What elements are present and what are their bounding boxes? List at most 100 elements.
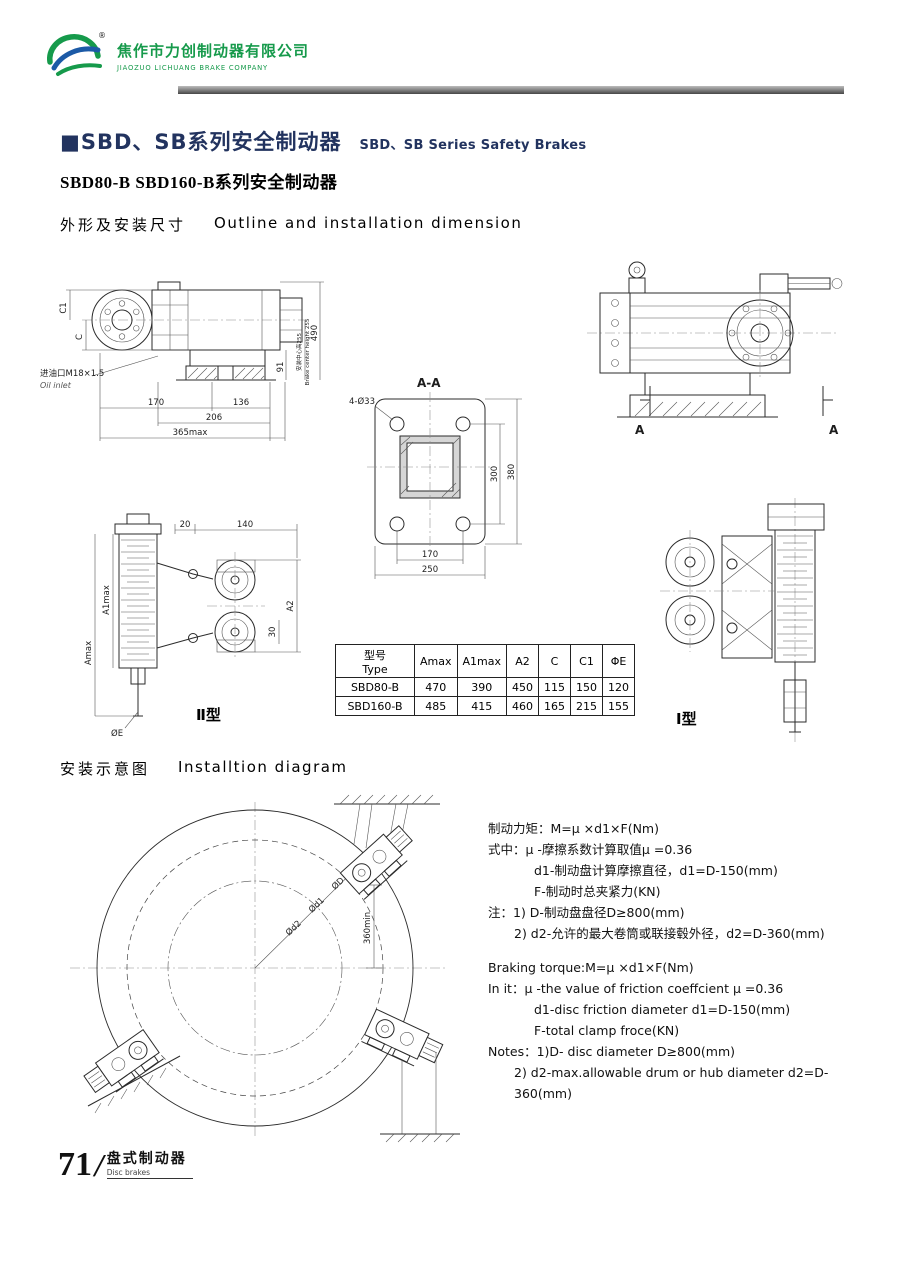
- type2-label: Ⅱ型: [196, 706, 221, 724]
- formula-line-cn-3: F-制动时总夹紧力(KN): [534, 884, 661, 899]
- outline-drawings: C1 C 490 安装中心高255 Brake center height 25…: [0, 246, 900, 756]
- header-divider: [178, 86, 844, 94]
- installation-diagram: ØD Ød1 Ød2 360min: [70, 794, 460, 1143]
- dim-amax-label: Amax: [84, 641, 94, 665]
- dim-oe-label: ØE: [111, 728, 123, 739]
- side-view-drawing: C1 C 490 安装中心高255 Brake center height 25…: [40, 281, 324, 441]
- dim-250-label: 250: [422, 565, 438, 575]
- table-header-cell: A1max: [456, 644, 507, 678]
- model-subtitle: SBD80-B SBD160-B系列安全制动器: [60, 173, 338, 192]
- dim-20-label: 20: [180, 520, 191, 530]
- footer-label-cn: 盘式制动器: [106, 1151, 187, 1167]
- table-header-row: 型号 Type Amax A1max A2 C C1 ΦE: [335, 644, 635, 678]
- page-title: ■SBD、SB系列安全制动器 SBD、SB Series Safety Brak…: [60, 126, 586, 156]
- company-name-en: JIAOZUO LICHUANG BRAKE COMPANY: [117, 64, 268, 72]
- table-cell: 485: [414, 696, 458, 716]
- table-row: SBD160-B 485 415 460 165 215 155: [335, 696, 635, 716]
- type1-label: Ⅰ型: [676, 710, 697, 728]
- table-header-cell: ΦE: [602, 644, 635, 678]
- formula-line-cn-1: 式中：μ -摩擦系数计算取值μ =0.36: [488, 842, 693, 857]
- dim-170-label: 170: [148, 398, 164, 408]
- table-cell: 115: [538, 677, 571, 697]
- type2-view-drawing: 20 140 A1max Amax A2 30 ØE: [84, 513, 301, 739]
- dim-300-label: 300: [490, 466, 500, 482]
- page-number: 71: [58, 1146, 92, 1183]
- section-outline-cn: 外形及安装尺寸: [60, 216, 187, 234]
- table-cell: 150: [570, 677, 603, 697]
- formula-line-cn-0: 制动力矩：M=μ ×d1×F(Nm): [488, 821, 659, 836]
- dim-flange-170-label: 170: [422, 550, 438, 560]
- formula-line-cn-4: 注：1) D-制动盘盘径D≥800(mm): [488, 905, 685, 920]
- formula-line-cn-5: 2) d2-允许的最大卷筒或联接毂外径，d2=D-360(mm): [514, 926, 825, 941]
- oil-inlet-cn-label: 进油口M18×1.5: [40, 368, 104, 379]
- table-header-type: 型号 Type: [335, 644, 415, 678]
- dim-a2-label: A2: [286, 600, 296, 611]
- table-header-cell: A2: [506, 644, 539, 678]
- section-aa-drawing: A-A 4-Ø33 300 380 170 250: [349, 376, 522, 579]
- table-cell: 120: [602, 677, 635, 697]
- type-header-en: Type: [362, 662, 388, 676]
- table-cell: 460: [506, 696, 539, 716]
- dim-136-label: 136: [233, 398, 249, 408]
- formula-line-en-4: Notes：1)D- disc diameter D≥800(mm): [488, 1044, 736, 1059]
- formula-gap: [488, 944, 880, 957]
- footer-label-block: 盘式制动器 Disc brakes: [106, 1148, 193, 1179]
- table-cell: SBD80-B: [335, 677, 415, 697]
- formula-notes: 制动力矩：M=μ ×d1×F(Nm) 式中：μ -摩擦系数计算取值μ =0.36…: [488, 818, 880, 1104]
- section-outline-en: Outline and installation dimension: [214, 214, 523, 232]
- formula-line-en-0: Braking torque:M=μ ×d1×F(Nm): [488, 960, 694, 975]
- formula-line-en-1: In it：μ -the value of friction coeffcien…: [488, 981, 784, 996]
- center-height-en-label: Brake center height 255: [305, 318, 311, 385]
- dim-a1max-label: A1max: [102, 585, 112, 615]
- table-cell: 215: [570, 696, 603, 716]
- dimension-table: 型号 Type Amax A1max A2 C C1 ΦE SBD80-B 47…: [335, 644, 635, 716]
- table-header-cell: C1: [570, 644, 603, 678]
- table-cell: 155: [602, 696, 635, 716]
- holes-4xd33-label: 4-Ø33: [349, 396, 375, 407]
- dim-30-label: 30: [268, 627, 278, 638]
- dim-206-label: 206: [206, 413, 222, 423]
- table-cell: 470: [414, 677, 458, 697]
- formula-line-en-3: F-total clamp froce(KN): [534, 1023, 680, 1038]
- section-aa-title: A-A: [417, 376, 441, 390]
- company-name-block: 焦作市力创制动器有限公司 JIAOZUO LICHUANG BRAKE COMP…: [117, 26, 309, 72]
- section-marker-a-right: A: [829, 423, 839, 437]
- dim-c-label: C: [75, 334, 85, 340]
- oil-inlet-en-label: Oil inlet: [40, 381, 72, 390]
- footer-label-en: Disc brakes: [106, 1168, 151, 1177]
- company-name-cn: 焦作市力创制动器有限公司: [117, 42, 310, 60]
- section-outline-heading: 外形及安装尺寸 Outline and installation dimensi…: [60, 214, 522, 235]
- dim-d1-label: Ød1: [306, 895, 326, 915]
- type1-view-drawing: [660, 498, 825, 744]
- table-cell: 165: [538, 696, 571, 716]
- company-logo: ®: [47, 31, 106, 76]
- dim-91-label: 91: [276, 362, 286, 373]
- header: ® 焦作市力创制动器有限公司 JIAOZUO LICHUANG BRAKE CO…: [42, 26, 309, 84]
- section-install-cn: 安装示意图: [60, 760, 151, 778]
- installation-diagram-area: ØD Ød1 Ød2 360min: [40, 788, 500, 1148]
- table-row: SBD80-B 470 390 450 115 150 120: [335, 677, 635, 697]
- table-cell: 390: [456, 677, 507, 697]
- section-install-en: Installtion diagram: [178, 758, 348, 776]
- dim-140-label: 140: [237, 520, 253, 530]
- table-header-cell: C: [538, 644, 571, 678]
- section-marker-a-left: A: [635, 423, 645, 437]
- type-header-cn: 型号: [364, 648, 386, 662]
- center-height-cn-label: 安装中心高255: [295, 333, 303, 371]
- series-title-en: SBD、SB Series Safety Brakes: [359, 138, 587, 153]
- footer-slash: /: [91, 1151, 107, 1181]
- registered-mark: ®: [98, 31, 106, 40]
- front-view-drawing: A A: [587, 261, 843, 437]
- dim-d2-label: Ød2: [283, 918, 303, 938]
- page-footer: 71 / 盘式制动器 Disc brakes: [58, 1146, 193, 1183]
- dim-490-label: 490: [310, 325, 320, 341]
- formula-line-en-2: d1-disc friction diameter d1=D-150(mm): [534, 1002, 791, 1017]
- series-title-cn: ■SBD、SB系列安全制动器: [60, 130, 342, 154]
- table-cell: 415: [456, 696, 507, 716]
- section-install-heading: 安装示意图 Installtion diagram: [60, 758, 348, 779]
- table-cell: 450: [506, 677, 539, 697]
- formula-line-en-5: 2) d2-max.allowable drum or hub diameter…: [514, 1065, 829, 1101]
- dim-360min-label: 360min: [363, 912, 373, 944]
- table-cell: SBD160-B: [335, 696, 415, 716]
